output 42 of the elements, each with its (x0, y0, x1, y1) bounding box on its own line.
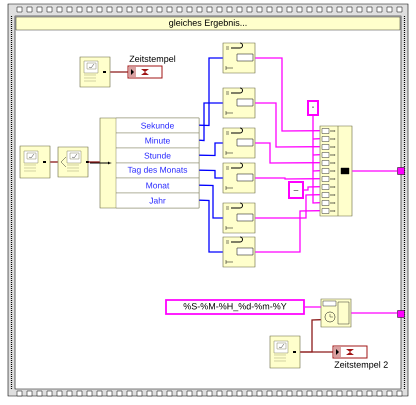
number-to-string-icon (222, 162, 256, 194)
number-to-string-icon (222, 88, 256, 118)
wire (255, 194, 320, 219)
wire (300, 351, 332, 353)
wire (352, 170, 398, 172)
indicator-label: Zeitstempel 2 (334, 361, 388, 370)
wire (199, 200, 223, 253)
wire (255, 57, 320, 132)
number-to-string-icon (222, 202, 256, 234)
wire (199, 102, 223, 142)
wire (199, 57, 223, 126)
wire (351, 312, 398, 314)
date-format-icon (320, 298, 352, 328)
wire (50, 161, 58, 163)
concatenate-strings-icon (320, 126, 352, 216)
clock-calendar-icon (80, 56, 110, 88)
wire (110, 71, 128, 73)
number-to-string-icon (222, 128, 256, 158)
wire (255, 102, 320, 148)
timestamp-indicator (128, 66, 162, 78)
unbundle-by-name-box: Sekunde Minute Stunde Tag des Monats Monat Jahr (90, 118, 200, 208)
wire (255, 142, 320, 164)
wire (304, 306, 321, 308)
number-to-string-icon (222, 236, 256, 268)
wire (199, 170, 223, 179)
wire (304, 186, 320, 191)
clock-calendar-icon (270, 336, 300, 368)
format-string-constant: %S-%M-%H_%d-%m-%Y (165, 299, 305, 315)
number-to-string-icon (222, 42, 256, 74)
wire (312, 115, 320, 204)
timestamp-indicator (332, 346, 368, 358)
wire (199, 184, 223, 219)
date-convert-icon (58, 146, 89, 178)
string-constant: _ (288, 181, 304, 199)
wire (199, 142, 223, 156)
indicator-label: Zeitstempel (129, 55, 176, 64)
wire (255, 210, 320, 253)
string-constant: - (307, 100, 319, 116)
clock-calendar-icon (20, 146, 50, 178)
wire (255, 177, 320, 180)
header-band: gleiches Ergebnis... (16, 16, 400, 30)
wire (88, 161, 100, 163)
